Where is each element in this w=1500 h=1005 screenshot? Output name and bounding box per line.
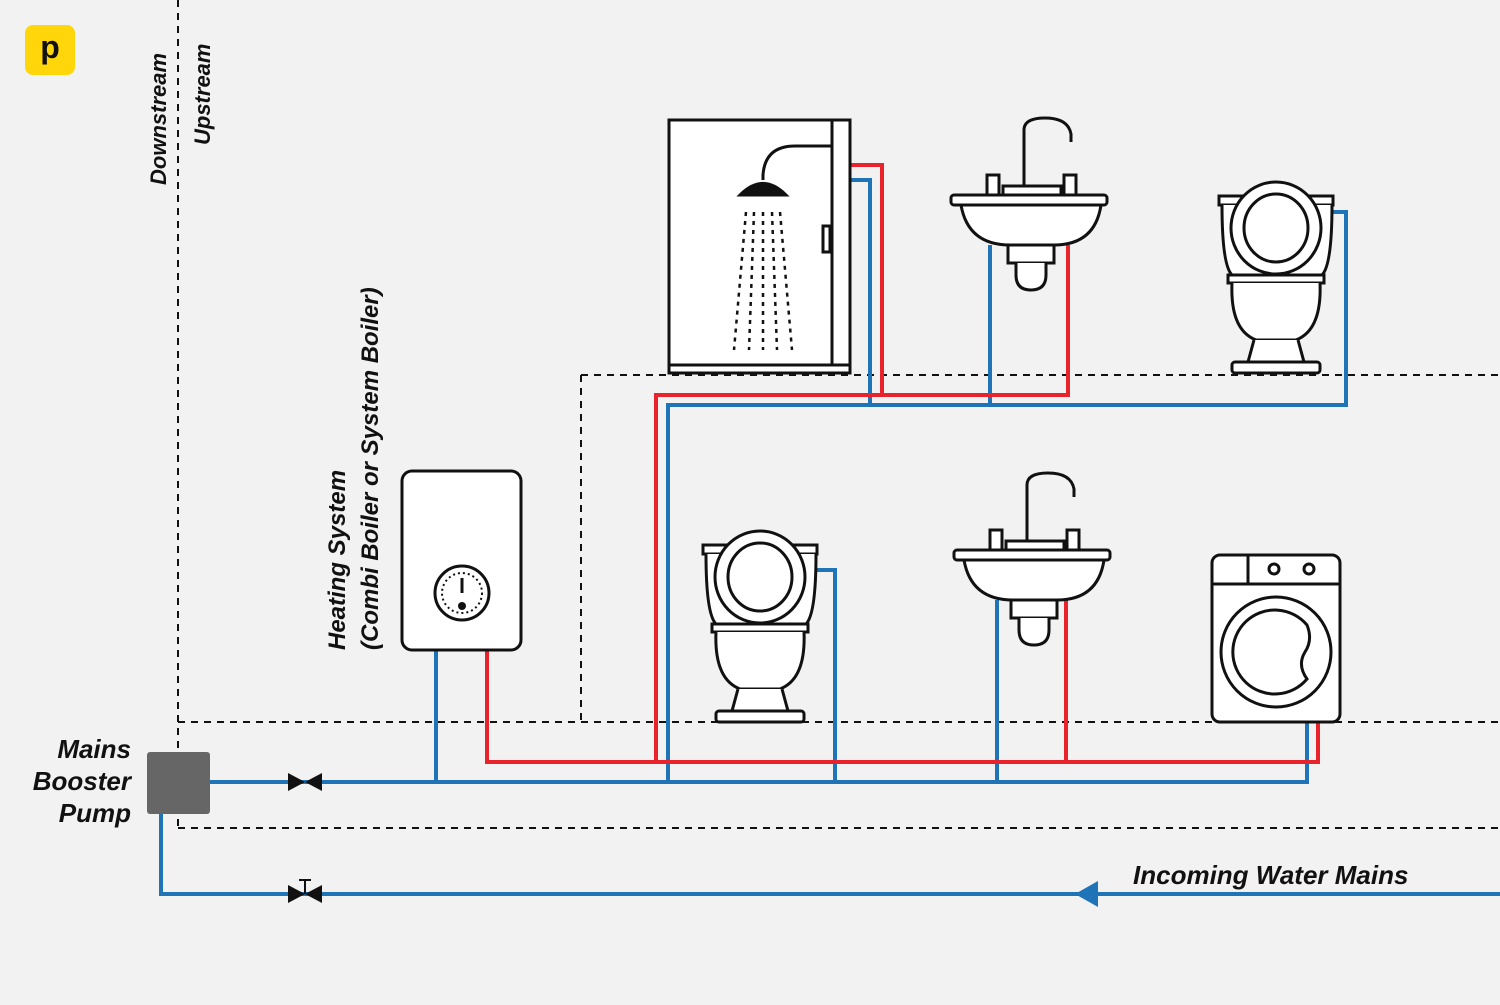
pump-outlet-main <box>209 722 1309 784</box>
shower-cold-feed <box>851 178 872 405</box>
boiler-hot-outlet <box>485 650 1320 764</box>
incoming-mains-label: Incoming Water Mains <box>1133 860 1408 890</box>
gauge-icon <box>433 564 491 622</box>
upper-hot-riser <box>654 245 1070 762</box>
logo-letter: p <box>40 29 60 65</box>
ground-basin-icon <box>952 471 1112 647</box>
upper-cold-riser <box>666 210 1348 782</box>
washing-machine-icon <box>1210 553 1342 724</box>
boundary-lines <box>177 0 1500 829</box>
cold-pipes <box>159 178 1500 896</box>
logo-badge <box>25 25 75 75</box>
downstream-label: Downstream <box>146 53 171 185</box>
upper-toilet-icon <box>1217 180 1335 375</box>
pump-label-line3: Pump <box>59 798 131 828</box>
logo: p <box>25 25 75 75</box>
booster-pump <box>147 752 210 814</box>
flow-arrow-icon <box>1075 881 1098 907</box>
heating-system-sublabel: (Combi Boiler or System Boiler) <box>357 287 384 650</box>
stop-valve-icon <box>288 879 322 903</box>
ground-toilet-icon <box>701 529 819 724</box>
pump-label-line1: Mains <box>57 734 131 764</box>
boiler <box>400 469 523 652</box>
shower-icon <box>667 118 852 375</box>
hot-pipes <box>485 163 1320 764</box>
upper-basin-icon <box>949 116 1109 292</box>
valve-icon <box>288 773 322 791</box>
ground-toilet-cold-feed <box>816 568 837 782</box>
upstream-label: Upstream <box>190 44 215 145</box>
shower-hot-feed <box>851 163 884 395</box>
incoming-mains-pipe <box>159 812 1500 896</box>
heating-system-label: Heating System <box>324 470 351 650</box>
pump-label-line2: Booster <box>33 766 133 796</box>
